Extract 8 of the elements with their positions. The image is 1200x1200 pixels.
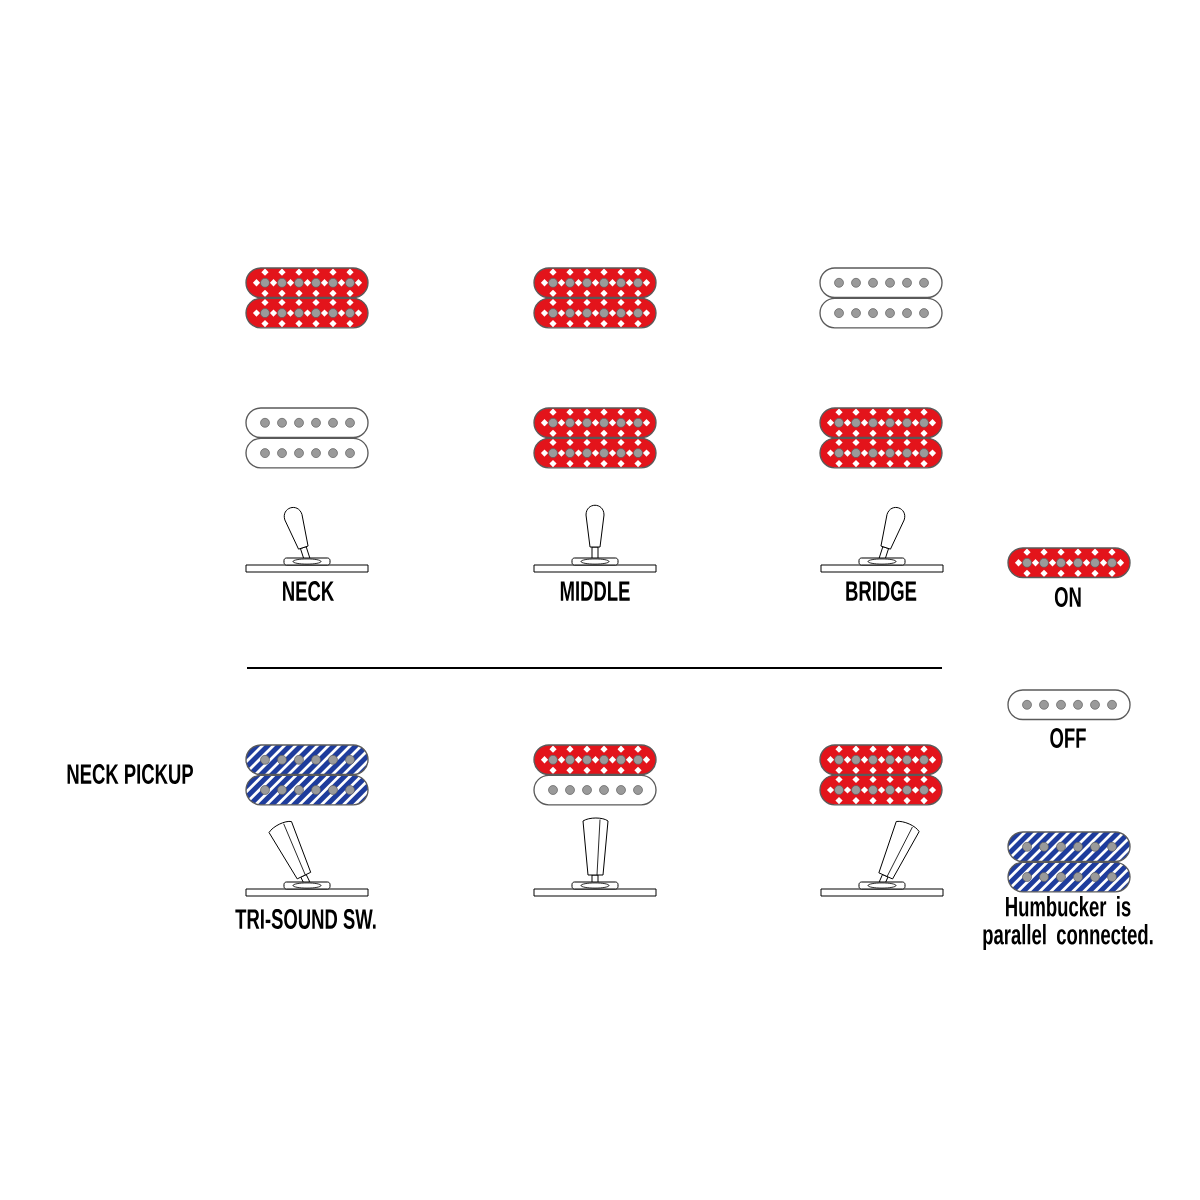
switch-position-label: MIDDLE	[560, 581, 630, 601]
legend-label: ON	[1054, 587, 1081, 607]
legend-label: Humbucker is parallel connected.	[983, 895, 1153, 951]
row-label: NECK PICKUP	[67, 764, 193, 784]
legend-label: OFF	[1050, 728, 1086, 748]
switch-label: TRI-SOUND SW.	[235, 909, 376, 929]
switch-position-label: BRIDGE	[846, 581, 917, 601]
switch-position-label: NECK	[283, 581, 334, 601]
